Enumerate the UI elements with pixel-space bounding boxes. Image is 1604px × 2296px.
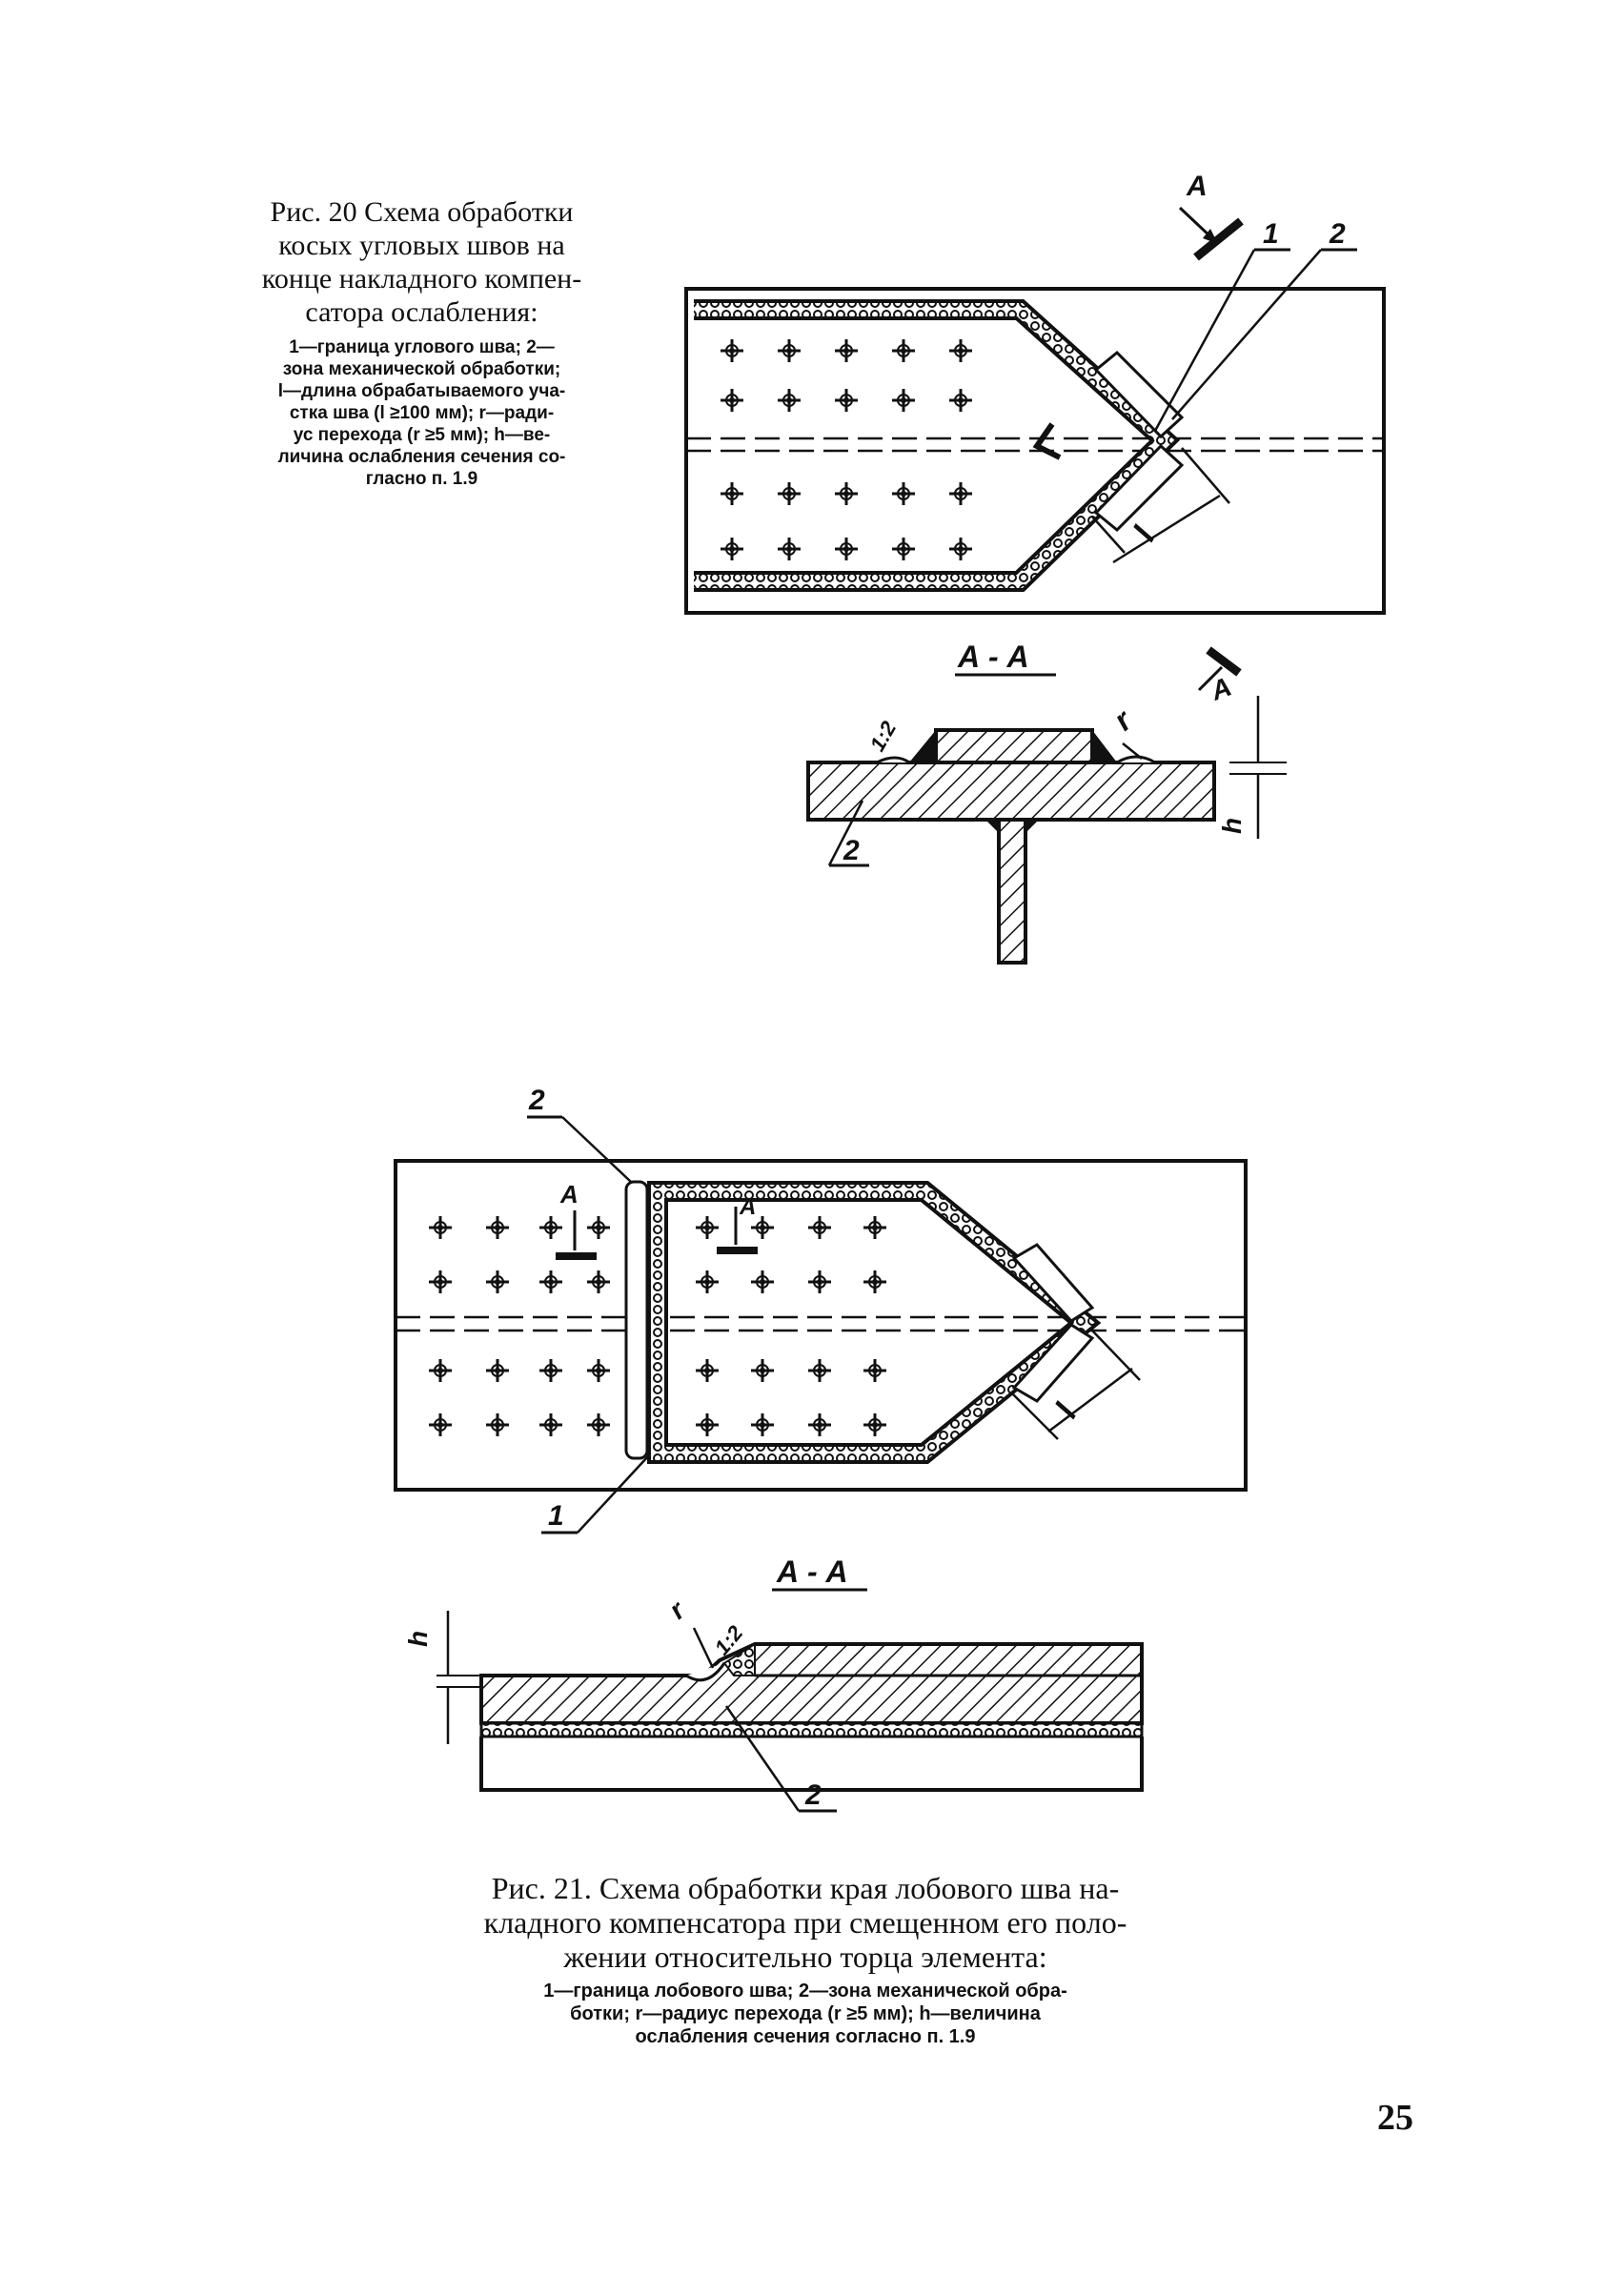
- fig21-machining-zone-right: [1011, 1323, 1095, 1403]
- fig21-leader-1: [577, 1455, 649, 1534]
- fig21-element-outline: [394, 1159, 1248, 1492]
- fig21-weld-fillet: [722, 1642, 756, 1676]
- fig20-compensator-plate: [934, 728, 1094, 764]
- fig20-base-plate: [806, 761, 1216, 822]
- fig21-dim-line: [1047, 1368, 1133, 1432]
- fig21-caption: Рис. 21. Схема обработки края лобового ш…: [386, 1871, 1225, 2048]
- fig21-label-radius: r: [663, 1594, 692, 1624]
- fig21-label-2-section: 2: [804, 1779, 822, 1811]
- fig21-leader-2-section: [724, 1705, 801, 1812]
- fig21-machining-zone-right: [1011, 1243, 1095, 1323]
- fig20-label-radius: r: [1107, 702, 1139, 738]
- fig20-machined-notch: [876, 756, 910, 764]
- fig21-machined-notch: [685, 1662, 726, 1682]
- fig20-legend-line: l—длина обрабатываемого уча-: [277, 381, 566, 401]
- fig20-legend-line: стка шва (l ≥100 мм); r—ради-: [289, 403, 555, 423]
- fig20-weld-bead: [694, 299, 1181, 592]
- fig20-machining-zone: [1093, 443, 1185, 533]
- fig20-dim-ext: [1181, 447, 1230, 504]
- fig20-leader-2: [1171, 249, 1322, 420]
- fig21-label-2: 2: [528, 1085, 545, 1116]
- fig21-weld-strip: [479, 1721, 1144, 1738]
- fig20-section-cut-mark: [1193, 217, 1244, 261]
- fig21-legend-line: ослабления сечения согласно п. 1.9: [635, 2026, 976, 2047]
- fig21-rivets-outer: [427, 1214, 612, 1438]
- fig20-caption-line: косых угловых швов на: [278, 230, 565, 261]
- fig21-base: [479, 1737, 1144, 1792]
- fig20-plan: А 1 2 l: [684, 171, 1386, 615]
- fig20-leader-1: [1153, 249, 1256, 432]
- fig21-plan: А А 2 1 l: [394, 1085, 1248, 1534]
- fig20-fillet-weld: [1092, 730, 1117, 762]
- fig20-label-2-section: 2: [843, 835, 860, 866]
- fig21-leader-2: [561, 1116, 632, 1183]
- fig20-leader-2-section: [827, 800, 864, 866]
- fig20-stem: [997, 818, 1027, 965]
- fig21-caption-line: Рис. 21. Схема обработки края лобового ш…: [491, 1871, 1120, 1905]
- fig20-caption-title: Рис. 20 Схема обработки косых угловых шв…: [191, 195, 653, 329]
- fig20-legend-line: гласно п. 1.9: [365, 469, 478, 489]
- fig20-machined-notch: [1116, 755, 1156, 764]
- fig21-label-section-a-right: А: [739, 1194, 756, 1220]
- fig21-section-title: А - А: [776, 1554, 848, 1589]
- fig20-label-depth: h: [1217, 818, 1247, 834]
- fig20-section-cut-mark-2: [1206, 646, 1242, 677]
- fig20-label-2: 2: [1329, 218, 1346, 250]
- fig21-section: А - А r 1:2 2 h: [403, 1554, 1144, 1813]
- fig21-legend-line: 1—граница лобового шва; 2—зона механичес…: [543, 1981, 1067, 2001]
- fig21-label-depth: h: [403, 1631, 433, 1647]
- fig21-label-1: 1: [548, 1500, 564, 1532]
- page-number: 25: [1377, 2098, 1413, 2138]
- fig21-machining-zone: [624, 1180, 649, 1460]
- fig20-caption-line: конце накладного компен-: [261, 263, 582, 295]
- fig21-caption-line: жении относительно торца элемента:: [563, 1940, 1047, 1974]
- fig20-caption-line: Рис. 20 Схема обработки: [270, 196, 574, 228]
- fig20-fillet-weld: [909, 730, 936, 762]
- fig20-section-arrow-2: [1197, 665, 1224, 692]
- fig20-legend: 1—граница углового шва; 2— зона механиче…: [191, 336, 653, 490]
- fig21-dim-ext: [1091, 1330, 1141, 1381]
- fig20-caption-line: сатора ослабления:: [305, 296, 538, 328]
- fig20-stem-weld: [985, 820, 999, 833]
- fig21-caption-title: Рис. 21. Схема обработки края лобового ш…: [386, 1871, 1225, 1974]
- fig21-legend: 1—граница лобового шва; 2—зона механичес…: [386, 1980, 1225, 2048]
- fig20-stem-weld: [1025, 820, 1039, 833]
- fig21-caption-line: кладного компенсатора при смещенном его …: [483, 1905, 1127, 1940]
- fig20-legend-line: ус перехода (r ≥5 мм); h—ве-: [293, 425, 551, 445]
- fig21-legend-line: ботки; r—радиус перехода (r ≥5 мм); h—ве…: [570, 2003, 1041, 2024]
- fig21-weld-bead-pattern: [651, 1185, 1096, 1460]
- fig21-plates: [479, 1642, 1144, 1725]
- fig20-section-arrowhead: [1203, 229, 1218, 244]
- fig20-legend-line: 1—граница углового шва; 2—: [289, 337, 555, 357]
- fig20-label-section-a-2: А: [1207, 672, 1236, 706]
- fig20-radius-leader: [1122, 742, 1143, 760]
- fig20-weld-bead-pattern: [694, 303, 1175, 588]
- fig21-label-section-a-left: А: [559, 1180, 579, 1209]
- fig20-section-title: А - А: [957, 640, 1029, 674]
- fig20-legend-line: зона механической обработки;: [282, 359, 561, 379]
- fig20-caption: Рис. 20 Схема обработки косых угловых шв…: [191, 195, 653, 490]
- fig20-dim-ext: [1091, 516, 1126, 554]
- fig20-label-slope: 1:2: [865, 717, 902, 756]
- fig20-chevron-mark: [1032, 422, 1062, 460]
- fig20-section: А - А 1:2 r 2 А h: [806, 640, 1287, 965]
- fig20-label-1: 1: [1263, 218, 1279, 250]
- fig20-legend-line: личина ослабления сечения со-: [277, 447, 566, 467]
- fig20-machining-zone: [1093, 350, 1185, 439]
- fig20-label-section-a: А: [1186, 171, 1208, 202]
- fig21-radius-leader: [692, 1627, 715, 1669]
- fig21-label-length: l: [1048, 1396, 1085, 1424]
- fig20-dim-line: [1112, 494, 1221, 564]
